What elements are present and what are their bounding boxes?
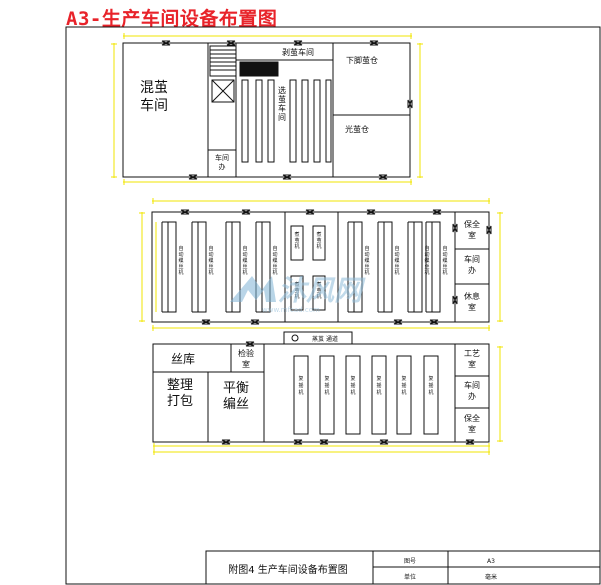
room-office-low-label: 车间办 [464,380,480,401]
room-lower-store-label: 下脚茧仓 [346,55,378,65]
door-marker [393,319,403,325]
door-marker [452,223,458,233]
dimension-lines-mid [139,198,503,331]
rereel-machine: 复摇机 [396,355,412,435]
rereel-machine-label: 复摇机 [298,375,303,396]
dimension-lines-bot [153,346,503,455]
middle-building [151,211,490,323]
door-marker [305,209,315,215]
door-marker [366,209,376,215]
rereel-machine: 复摇机 [293,355,309,435]
door-marker [293,439,303,445]
room-craft-label: 工艺室 [464,349,480,369]
value-drawing-no: A3 [487,558,495,565]
room-silk-store-label: 丝库 [171,351,195,366]
reel-machine-label: 自动缫丝机 [208,245,213,276]
room-office-small-label: 车间办 [215,153,229,171]
room-safety-2-label: 保全室 [464,413,480,434]
door-marker [293,40,303,46]
cook-machine: 煮茧机 [290,275,304,311]
room-pack-label: 整理打包 [167,378,193,409]
rereel-machine-label: 复摇机 [401,375,406,396]
label-drawing-no: 图号 [404,558,416,565]
drawing-title: 附图4 生产车间设备布置图 [228,563,348,576]
corridor-label: 蒸茧 通道 [312,335,338,343]
door-marker [369,40,379,46]
room-peel-label: 剥茧车间 [282,47,314,57]
rereel-machine-label: 复摇机 [350,375,355,396]
reel-machine: 自动缫丝机 [225,221,248,313]
door-marker [452,295,458,305]
door-marker [245,341,255,347]
cook-machine: 煮茧机 [290,225,304,261]
rereel-machine: 复摇机 [345,355,361,435]
reel-machine: 自动缫丝机 [347,221,370,313]
reel-machine-label: 自动缫丝机 [394,245,399,276]
reel-machine: 自动缫丝机 [191,221,214,313]
cook-machine-label: 煮茧机 [294,231,299,250]
reel-machine: 自动缫丝机 [407,221,430,313]
rereel-machine-label: 复摇机 [428,375,433,396]
cook-machine-label: 煮茧机 [294,281,299,300]
watermark-brand: 沐风网 [278,274,366,307]
reel-machine-label: 自动缫丝机 [424,245,429,276]
door-marker [180,209,190,215]
room-select-label: 选茧车间 [278,85,286,122]
watermark: 沐风网 www.mfcad.com [230,274,366,314]
door-marker [282,174,292,180]
door-marker [201,319,211,325]
room-mix-label: 混茧车间 [140,80,168,114]
dimension-lines-top [111,33,423,185]
top-building [122,42,411,178]
value-unit: 毫米 [485,573,497,581]
door-marker [465,439,475,445]
reel-machine-label: 自动缫丝机 [242,245,247,276]
rereel-machine: 复摇机 [423,355,439,435]
cook-machine-label: 煮茧机 [316,281,321,300]
door-marker [379,439,389,445]
reel-machine-label: 自动缫丝机 [364,245,369,276]
rereel-machine-label: 复摇机 [376,375,381,396]
door-marker [226,40,236,46]
room-safety-1-label: 保全室 [464,219,480,240]
room-inspection-label: 检验室 [238,348,254,369]
rereel-machine: 复摇机 [371,355,387,435]
reel-machine-label: 自动缫丝机 [442,245,447,276]
title-block [205,550,601,585]
door-marker [486,225,492,235]
reel-machine: 自动缫丝机 [425,221,448,313]
reel-machine: 自动缫丝机 [377,221,400,313]
rereel-machine-label: 复摇机 [324,375,329,396]
watermark-url: www.mfcad.com [262,306,320,314]
bottom-building [152,343,490,443]
reel-machine: 自动缫丝机 [161,221,184,313]
room-rest-label: 休息室 [464,291,480,312]
rereel-machine: 复摇机 [319,355,335,435]
reel-machines: 自动缫丝机 自动缫丝机 自动缫丝机 自动缫丝机 自动缫丝机 自动缫丝机 自动缫丝机 自动缫丝机… [161,221,448,313]
cook-machine: 煮茧机 [312,225,326,261]
room-office-mid-label: 车间办 [464,254,480,275]
door-marker [432,209,442,215]
door-marker [188,174,198,180]
door-marker [319,439,329,445]
door-marker [241,209,251,215]
reel-machine-label: 自动缫丝机 [178,245,183,276]
reel-machine-label: 自动缫丝机 [272,245,277,276]
label-unit: 单位 [404,573,416,581]
rereel-machines: 复摇机 复摇机 复摇机 复摇机 复摇机 复摇机 [293,355,439,435]
door-marker [221,439,231,445]
cook-machine-label: 煮茧机 [316,231,321,250]
room-rewind-label: 平衡编丝 [223,381,249,412]
door-marker [161,40,171,46]
cook-machine: 煮茧机 [312,275,326,311]
room-light-store-label: 光茧仓 [345,124,369,134]
door-marker [429,319,439,325]
door-marker [407,99,413,109]
door-marker [250,319,260,325]
drawing-heading: A3-生产车间设备布置图 [66,8,278,30]
door-marker [378,174,388,180]
door-markers [161,40,492,445]
